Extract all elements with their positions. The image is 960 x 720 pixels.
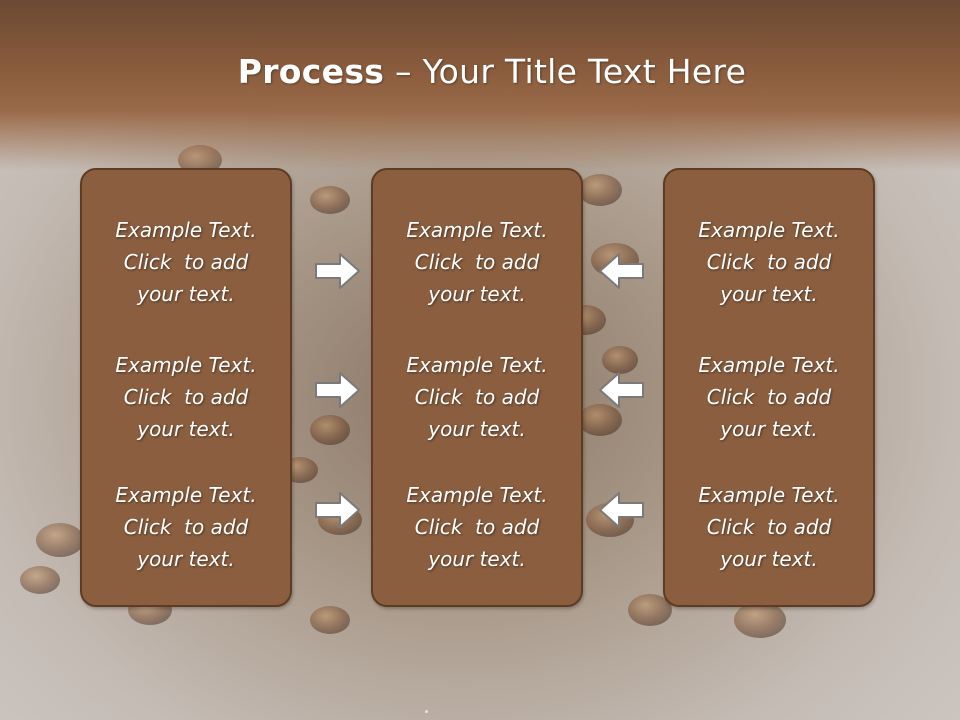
text-block[interactable]: Example Text. Click to add your text. — [373, 479, 581, 575]
text-line: Click to add — [706, 515, 832, 539]
text-line: Click to add — [706, 250, 832, 274]
text-line: Example Text. — [406, 353, 548, 377]
text-line: Example Text. — [406, 483, 548, 507]
text-line: Click to add — [414, 385, 540, 409]
text-block[interactable]: Example Text. Click to add your text. — [82, 214, 290, 310]
text-line: Click to add — [123, 385, 249, 409]
right-arrow-icon[interactable] — [314, 251, 362, 291]
right-arrow-icon[interactable] — [314, 370, 362, 410]
left-arrow-icon[interactable] — [597, 370, 645, 410]
text-line: your text. — [137, 282, 235, 306]
title-rest-text: – Your Title Text Here — [384, 52, 747, 91]
left-arrow-icon[interactable] — [597, 490, 645, 530]
text-line: Example Text. — [698, 218, 840, 242]
text-line: Click to add — [414, 515, 540, 539]
text-line: Example Text. — [115, 218, 257, 242]
text-line: Example Text. — [406, 218, 548, 242]
text-line: your text. — [720, 417, 818, 441]
right-arrow-icon[interactable] — [314, 490, 362, 530]
text-line: Click to add — [414, 250, 540, 274]
text-line: Click to add — [123, 250, 249, 274]
text-line: your text. — [428, 547, 526, 571]
text-line: Example Text. — [698, 483, 840, 507]
text-line: your text. — [137, 547, 235, 571]
text-line: Example Text. — [115, 353, 257, 377]
text-line: your text. — [720, 547, 818, 571]
text-line: your text. — [428, 417, 526, 441]
text-line: your text. — [137, 417, 235, 441]
center-process-box[interactable]: Example Text. Click to add your text. Ex… — [371, 168, 583, 607]
slide-title[interactable]: Process – Your Title Text Here — [0, 52, 960, 91]
text-block[interactable]: Example Text. Click to add your text. — [373, 349, 581, 445]
text-line: Click to add — [706, 385, 832, 409]
text-line: your text. — [428, 282, 526, 306]
text-block[interactable]: Example Text. Click to add your text. — [665, 349, 873, 445]
text-line: Example Text. — [115, 483, 257, 507]
text-line: Example Text. — [698, 353, 840, 377]
right-process-box[interactable]: Example Text. Click to add your text. Ex… — [663, 168, 875, 607]
text-block[interactable]: Example Text. Click to add your text. — [665, 479, 873, 575]
left-process-box[interactable]: Example Text. Click to add your text. Ex… — [80, 168, 292, 607]
text-block[interactable]: Example Text. Click to add your text. — [82, 479, 290, 575]
decorative-dot — [425, 710, 428, 713]
text-line: Click to add — [123, 515, 249, 539]
left-arrow-icon[interactable] — [597, 251, 645, 291]
title-band — [0, 0, 960, 170]
text-block[interactable]: Example Text. Click to add your text. — [82, 349, 290, 445]
title-bold-text: Process — [237, 52, 385, 91]
text-block[interactable]: Example Text. Click to add your text. — [665, 214, 873, 310]
text-block[interactable]: Example Text. Click to add your text. — [373, 214, 581, 310]
text-line: your text. — [720, 282, 818, 306]
